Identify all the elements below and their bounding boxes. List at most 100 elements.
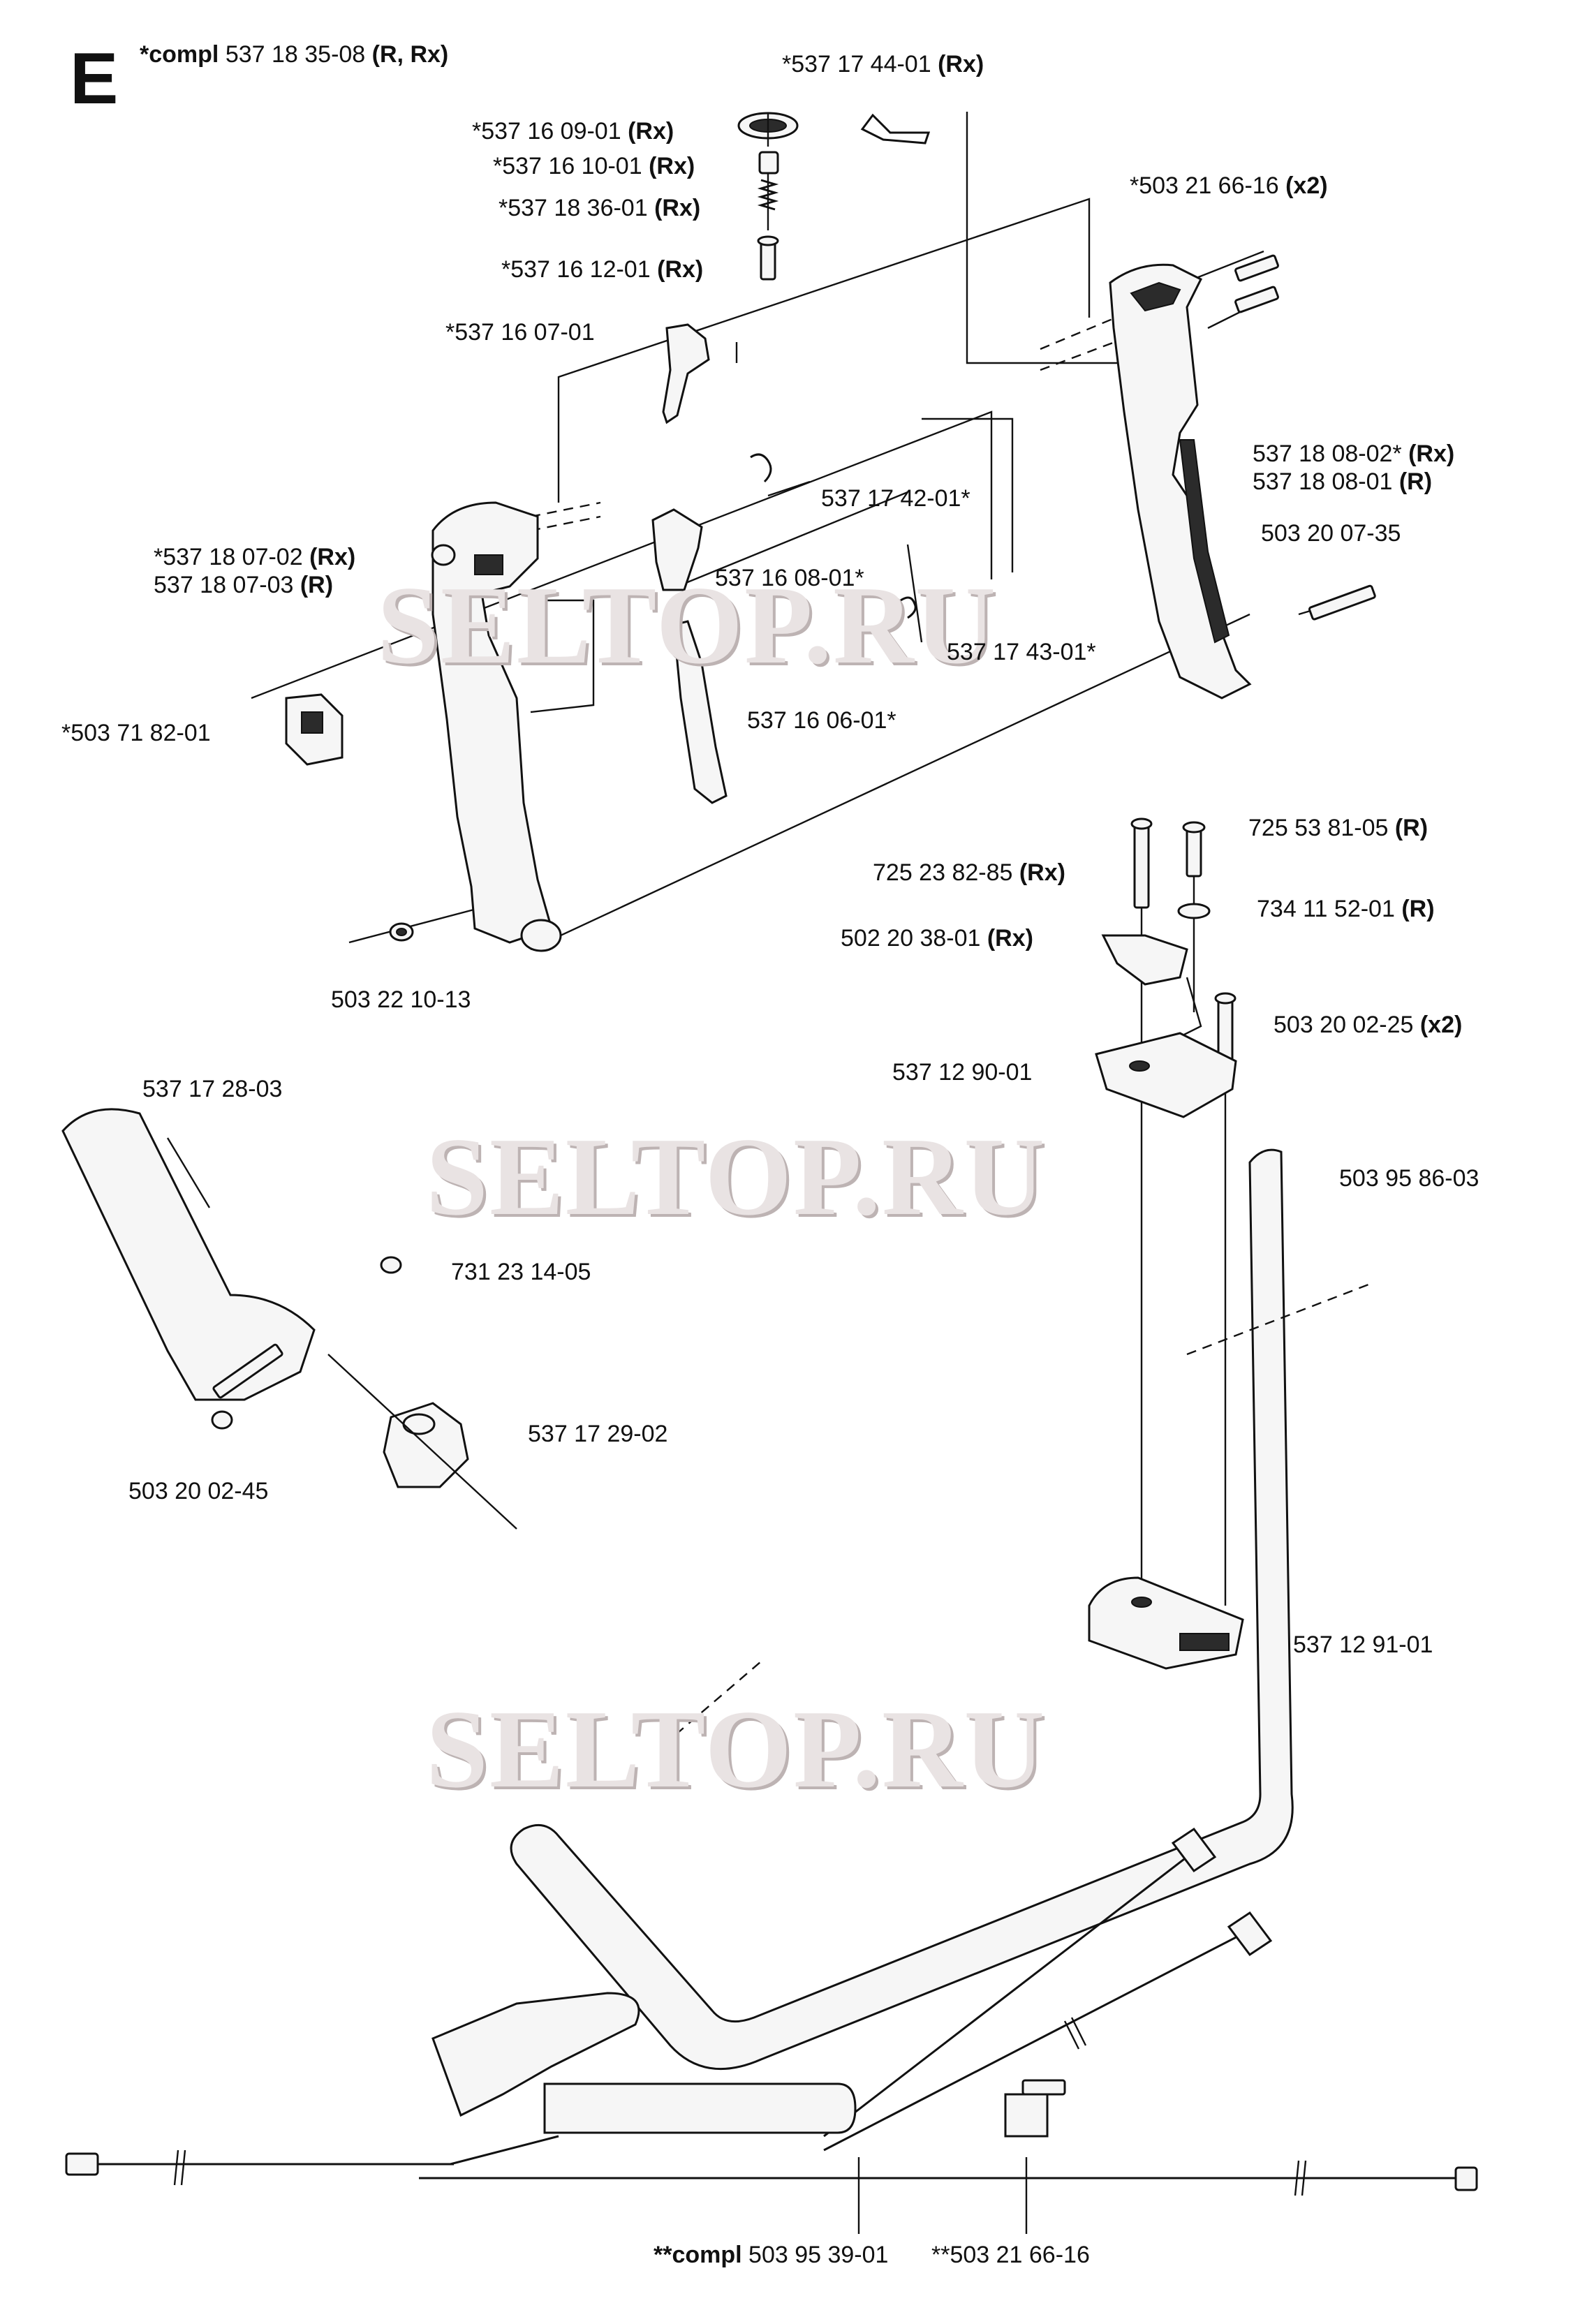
label-537-17-28-03: 537 17 28-03 xyxy=(142,1075,282,1103)
label-prefix: *compl xyxy=(140,41,219,68)
label-537-16-07-01: *537 16 07-01 xyxy=(445,318,595,346)
label-734-11-52-01: 734 11 52-01 (R) xyxy=(1257,895,1435,923)
cable-break-marks xyxy=(173,2017,1307,2196)
part-number: 502 20 38-01 xyxy=(841,925,981,952)
label-suffix: (R) xyxy=(1398,468,1433,495)
label-503-22-10-13: 503 22 10-13 xyxy=(331,986,471,1014)
label-suffix: (x2) xyxy=(1285,172,1328,199)
clip-spring xyxy=(860,113,931,145)
label-suffix: (Rx) xyxy=(309,544,356,570)
label-537-17-29-02: 537 17 29-02 xyxy=(528,1420,667,1448)
part-number: *537 16 07-01 xyxy=(445,319,595,346)
part-number: 503 95 86-03 xyxy=(1339,1165,1479,1192)
part-number: *537 16 12-01 xyxy=(501,256,651,283)
part-number: 537 16 06-01* xyxy=(747,707,896,734)
throttle-lockout xyxy=(662,323,710,424)
label-502-20-38-01: 502 20 38-01 (Rx) xyxy=(841,924,1033,952)
label-suffix: (Rx) xyxy=(938,51,984,77)
grip-bolt xyxy=(211,1343,283,1430)
label-suffix: (Rx) xyxy=(1019,859,1065,886)
label-537-16-06-01: 537 16 06-01* xyxy=(747,706,896,734)
housing-screws xyxy=(1234,254,1376,621)
part-number: *537 18 07-02 xyxy=(154,544,303,570)
part-number: 725 53 81-05 xyxy=(1248,815,1389,841)
part-number: 725 23 82-85 xyxy=(873,859,1013,886)
part-number: 537 17 29-02 xyxy=(528,1421,668,1447)
part-number: 503 95 39-01 xyxy=(748,2242,889,2268)
part-number: 537 18 08-02* xyxy=(1253,441,1402,467)
label-725-23-82-85: 725 23 82-85 (Rx) xyxy=(873,859,1065,887)
label-537-18-36-01: *537 18 36-01 (Rx) xyxy=(499,194,700,222)
stop-switch xyxy=(285,693,344,766)
label-537-16-12-01: *537 16 12-01 (Rx) xyxy=(501,256,703,283)
label-suffix: (Rx) xyxy=(628,118,674,145)
label-537-18-07-02: *537 18 07-02 (Rx) xyxy=(154,543,355,571)
part-number: 503 22 10-13 xyxy=(331,986,471,1013)
spring xyxy=(757,179,779,211)
part-number: *503 21 66-16 xyxy=(1130,172,1279,199)
lock-nut xyxy=(389,922,414,942)
part-number: 537 16 08-01* xyxy=(715,565,864,591)
label-suffix: (x2) xyxy=(1419,1012,1463,1038)
label-suffix: (R, Rx) xyxy=(371,41,449,68)
label-503-20-02-45: 503 20 02-45 xyxy=(128,1477,268,1505)
label-suffix: (R) xyxy=(1394,815,1429,841)
bolt-short xyxy=(1182,821,1206,878)
part-number: 537 18 07-03 xyxy=(154,572,294,598)
label-537-17-43-01: 537 17 43-01* xyxy=(947,638,1096,666)
part-number: 537 12 90-01 xyxy=(892,1059,1033,1086)
label-503-20-02-25: 503 20 02-25 (x2) xyxy=(1274,1011,1462,1039)
part-number: *537 16 09-01 xyxy=(472,118,621,145)
section-letter: E xyxy=(70,38,119,119)
upper-clamp xyxy=(1095,1032,1237,1118)
label-537-18-08-01: 537 18 08-01 (R) xyxy=(1253,468,1432,496)
right-handle-half xyxy=(1109,263,1252,700)
part-number: 503 20 07-35 xyxy=(1261,520,1401,547)
label-537-16-10-01: *537 16 10-01 (Rx) xyxy=(493,152,695,180)
label-suffix: (R) xyxy=(1401,896,1435,922)
part-number: 537 17 28-03 xyxy=(142,1076,283,1102)
label-537-16-09-01: *537 16 09-01 (Rx) xyxy=(472,117,674,145)
label-503-95-86-03: 503 95 86-03 xyxy=(1339,1164,1479,1192)
part-number: 537 17 43-01* xyxy=(947,639,1096,665)
screw-small xyxy=(757,235,779,281)
label-suffix: (Rx) xyxy=(1408,441,1455,467)
label-537-17-42-01: 537 17 42-01* xyxy=(821,484,970,512)
part-number: *537 18 36-01 xyxy=(499,195,648,221)
label-compl-bottom: **compl 503 95 39-01 xyxy=(654,2241,888,2269)
label-731-23-14-05: 731 23 14-05 xyxy=(451,1258,591,1286)
label-537-17-44-01: *537 17 44-01 (Rx) xyxy=(782,50,984,78)
part-number: 734 11 52-01 xyxy=(1257,896,1395,922)
label-725-53-81-05: 725 53 81-05 (R) xyxy=(1248,814,1428,842)
label-537-18-07-03: 537 18 07-03 (R) xyxy=(154,571,333,599)
part-number: 537 18 35-08 xyxy=(225,41,366,68)
watermark-bottom: SELTOP.RU xyxy=(426,1687,1047,1811)
washer xyxy=(1177,903,1211,919)
handle-bar xyxy=(510,1148,1369,2071)
label-503-20-07-35: 503 20 07-35 xyxy=(1261,519,1401,547)
watermark-middle: SELTOP.RU xyxy=(426,1114,1047,1238)
part-number: 503 20 02-45 xyxy=(128,1478,269,1504)
grip-nut xyxy=(380,1256,402,1274)
part-number: 537 17 42-01* xyxy=(821,485,970,512)
label-503-21-66-16-x2: *503 21 66-16 (x2) xyxy=(1130,172,1328,200)
label-537-12-90-01: 537 12 90-01 xyxy=(892,1058,1032,1086)
label-suffix: (R) xyxy=(300,572,334,598)
label-prefix: **compl xyxy=(654,2242,742,2268)
label-suffix: (Rx) xyxy=(657,256,704,283)
part-number: 731 23 14-05 xyxy=(451,1259,591,1285)
lower-clamp xyxy=(1088,1576,1244,1670)
part-number: **503 21 66-16 xyxy=(931,2242,1090,2268)
part-number: 537 18 08-01 xyxy=(1253,468,1393,495)
label-suffix: (Rx) xyxy=(987,925,1033,952)
part-number: 537 12 91-01 xyxy=(1293,1631,1433,1658)
label-compl-top: *compl 537 18 35-08 (R, Rx) xyxy=(140,40,448,68)
part-number: *537 16 10-01 xyxy=(493,153,642,179)
bolt-long xyxy=(1130,817,1153,909)
left-handle-half xyxy=(431,501,562,952)
part-number: *503 71 82-01 xyxy=(61,720,211,746)
label-537-18-08-02: 537 18 08-02* (Rx) xyxy=(1253,440,1454,468)
label-537-12-91-01: 537 12 91-01 xyxy=(1293,1631,1433,1659)
part-number: 503 20 02-25 xyxy=(1274,1012,1414,1038)
